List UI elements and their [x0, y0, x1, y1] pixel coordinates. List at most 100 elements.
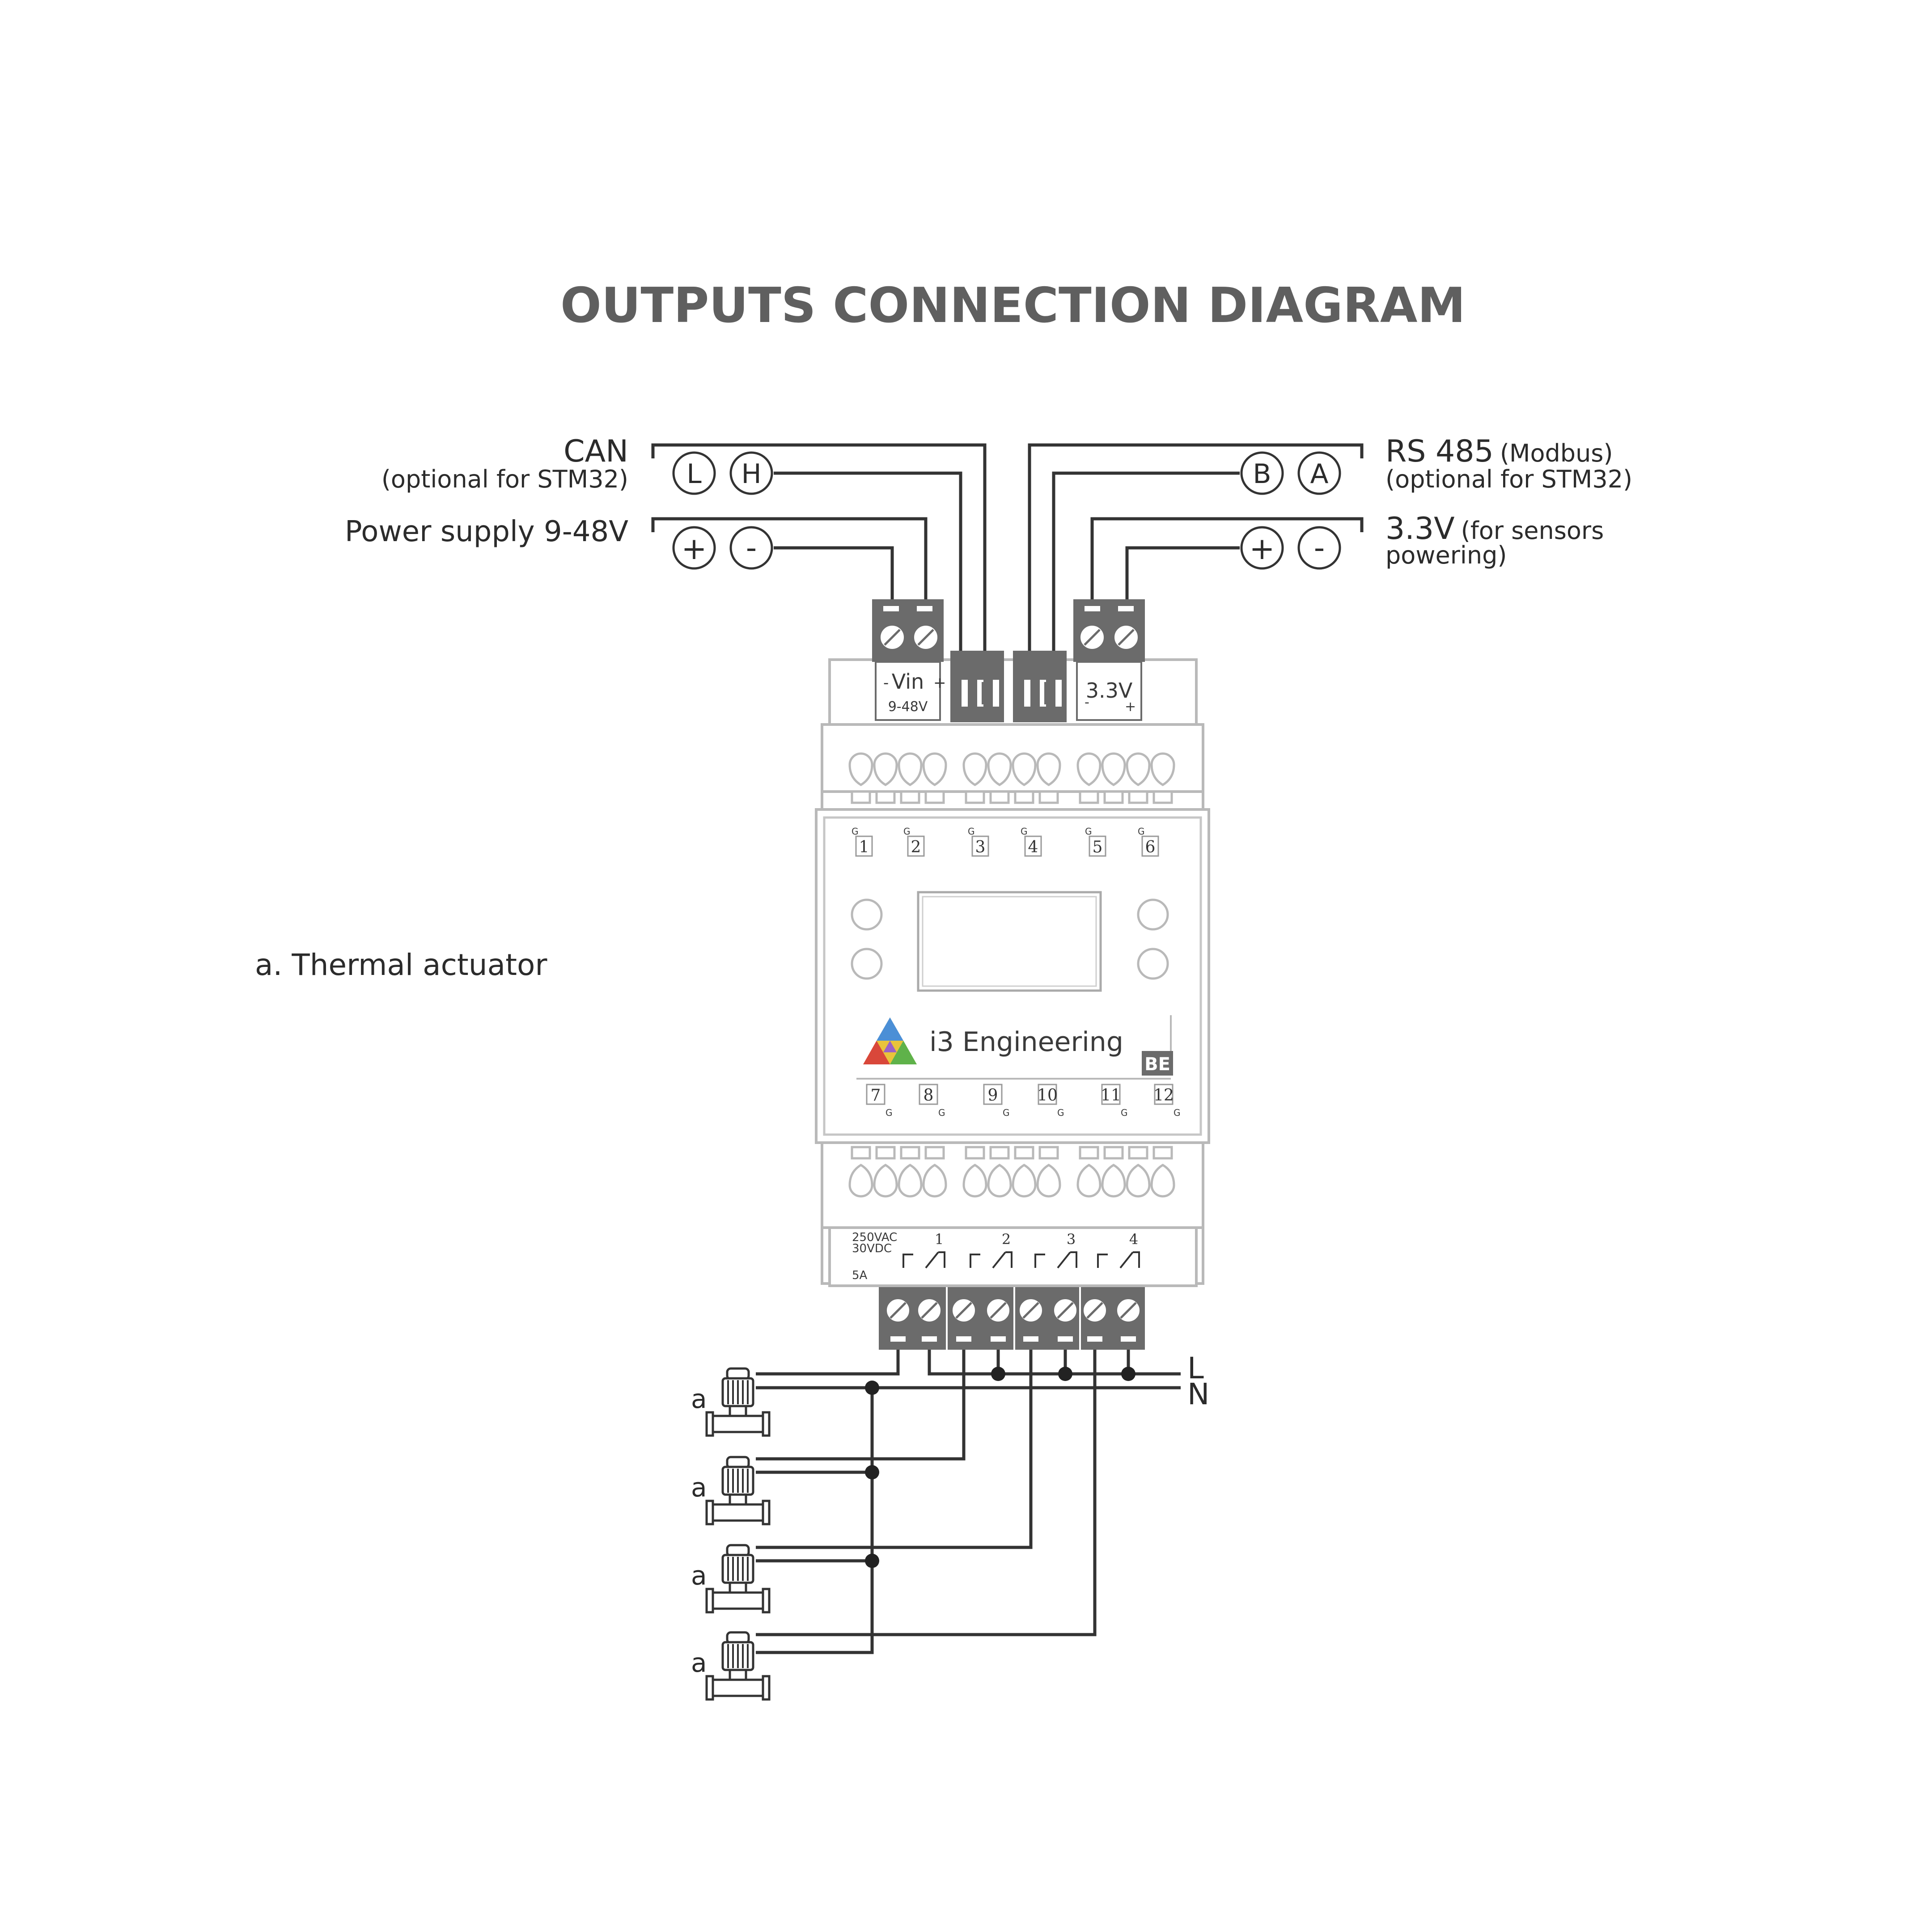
led-right-2: [1137, 948, 1169, 980]
can-connector: [950, 651, 1004, 722]
channel-label: 11: [1101, 1086, 1121, 1105]
brand-logo-icon: [863, 1017, 917, 1064]
channel-box: [1141, 835, 1159, 857]
relay-pin-mark: [1087, 1336, 1102, 1342]
relay-contact: [970, 1254, 980, 1268]
rs485-wire-b: [1052, 471, 1240, 654]
power-minus-sign: -: [746, 530, 757, 566]
can-l-letter: L: [686, 458, 702, 490]
relay-number: 1: [935, 1231, 944, 1248]
channel-label: 5: [1093, 838, 1103, 856]
power-wire-plus: [651, 517, 928, 602]
rs485-a-circle: [1297, 451, 1341, 495]
rs485-connector: [1013, 651, 1067, 722]
thermal-actuator-icon: [705, 1631, 771, 1701]
v33-minus-mark: -: [1085, 695, 1089, 710]
power-wire-minus: [774, 546, 894, 602]
relay-screw-slot: [1022, 1302, 1039, 1319]
relay-wiring: L N: [756, 1350, 1209, 1654]
channel-box: [919, 1084, 938, 1105]
relay-switch: [925, 1251, 945, 1269]
channel-g-mark: G: [903, 826, 911, 837]
channel-g-mark: G: [886, 1107, 893, 1118]
channel-box: [1024, 835, 1042, 857]
v33-wire-minus: [1090, 517, 1364, 602]
relay-rating-current: 5A: [852, 1269, 868, 1282]
relay-switch: [1057, 1251, 1077, 1269]
relay-switch: [992, 1251, 1013, 1269]
relay-pin-mark: [1121, 1336, 1136, 1342]
channel-g-mark: G: [1174, 1107, 1181, 1118]
v33-plus-sign: +: [1250, 531, 1275, 567]
led-left-1: [851, 898, 883, 931]
v33-terminal-block: 3.3V - +: [1073, 599, 1145, 721]
rs485-a-letter: A: [1310, 458, 1328, 490]
channel-label: 2: [911, 838, 921, 856]
power-label: Power supply 9-48V: [345, 515, 628, 548]
vin-terminal-block: - Vin + 9-48V: [872, 599, 946, 721]
v33-plus-circle: [1240, 526, 1284, 570]
rs485-b-letter: B: [1253, 458, 1271, 490]
actuator-label: a: [691, 1560, 707, 1591]
channel-label: 12: [1153, 1086, 1174, 1105]
can-wire-h: [774, 471, 962, 654]
rs485-note: (optional for STM32): [1385, 465, 1632, 493]
relay-number: 3: [1067, 1231, 1076, 1248]
relay-pin-mark: [922, 1336, 937, 1342]
can-label: CAN: [564, 434, 628, 469]
led-left-2: [851, 948, 883, 980]
relay-screw-slot: [990, 1302, 1007, 1319]
actuator-label: a: [691, 1384, 707, 1414]
actuator-label: a: [691, 1648, 707, 1678]
channel-box: [866, 1084, 886, 1105]
thermal-actuator-icon: [705, 1367, 771, 1437]
power-plus-circle: [672, 526, 716, 570]
mains-l-label: L: [1187, 1351, 1204, 1385]
relay-number: 2: [1002, 1231, 1011, 1248]
vin-range: 9-48V: [888, 699, 928, 715]
v33-label: 3.3V(for sensors: [1385, 511, 1604, 547]
relay-terminal-block: [879, 1287, 1145, 1350]
channel-box: [1038, 1084, 1057, 1105]
diagram-title: OUTPUTS CONNECTION DIAGRAM: [560, 278, 1466, 334]
relay-pin-mark: [991, 1336, 1006, 1342]
channel-box: [855, 835, 873, 857]
relay-screw-slot: [955, 1302, 972, 1319]
relay-pin-mark: [956, 1336, 971, 1342]
channel-g-mark: G: [1138, 826, 1145, 837]
power-plus-sign: +: [682, 531, 707, 567]
v33-module-label: 3.3V: [1086, 678, 1133, 703]
can-h-circle: [729, 451, 773, 495]
channel-g-mark: G: [938, 1107, 945, 1118]
channel-box: [983, 1084, 1003, 1105]
channel-label: 6: [1145, 838, 1156, 856]
relay-contact: [1097, 1254, 1108, 1268]
relay-rating-voltage-ac: 250VAC: [852, 1231, 897, 1244]
can-note: (optional for STM32): [381, 465, 628, 493]
power-minus-circle: [729, 526, 773, 570]
channel-g-mark: G: [1003, 1107, 1010, 1118]
relay-screw-slot: [1086, 1302, 1103, 1319]
relay-rating-voltage-dc: 30VDC: [852, 1242, 892, 1255]
relay-switch: [1119, 1251, 1140, 1269]
relay-pin-mark: [1058, 1336, 1073, 1342]
channel-g-mark: G: [852, 826, 859, 837]
channel-g-mark: G: [968, 826, 975, 837]
v33-wire-plus: [1125, 546, 1240, 602]
display-screen: [917, 891, 1102, 992]
channel-label: 3: [975, 838, 986, 856]
actuator-label: a: [691, 1472, 707, 1503]
brand-name: i3 Engineering: [929, 1026, 1123, 1058]
vin-minus-mark: -: [883, 674, 889, 692]
upper-terminal-row: [848, 752, 1175, 804]
channel-g-mark: G: [1085, 826, 1092, 837]
channel-label: 4: [1028, 838, 1038, 856]
v33-minus-sign: -: [1314, 530, 1325, 566]
vin-plus-mark: +: [933, 674, 946, 692]
rs485-b-circle: [1240, 451, 1284, 495]
v33-plus-mark: +: [1125, 699, 1136, 715]
